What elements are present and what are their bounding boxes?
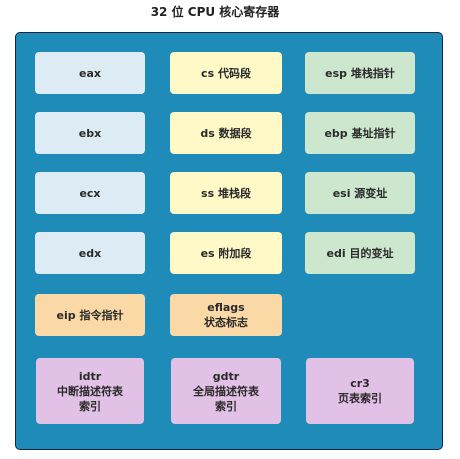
register-idtr: idtr 中断描述符表 索引 [36,358,144,424]
register-ss: ss 堆栈段 [170,172,282,214]
register-eflags: eflags 状态标志 [170,294,282,336]
diagram-title: 32 位 CPU 核心寄存器 [150,5,280,19]
register-cr3: cr3 页表索引 [306,358,414,424]
register-ebp: ebp 基址指针 [305,112,415,154]
register-ds: ds 数据段 [170,112,282,154]
register-es: es 附加段 [170,232,282,274]
register-edx: edx [35,232,145,274]
register-gdtr: gdtr 全局描述符表 索引 [171,358,281,424]
register-cs: cs 代码段 [170,52,282,94]
register-esp: esp 堆栈指针 [305,52,415,94]
register-ebx: ebx [35,112,145,154]
register-eax: eax [35,52,145,94]
register-eip: eip 指令指针 [35,294,145,336]
register-esi: esi 源变址 [305,172,415,214]
register-edi: edi 目的变址 [305,232,415,274]
register-ecx: ecx [35,172,145,214]
